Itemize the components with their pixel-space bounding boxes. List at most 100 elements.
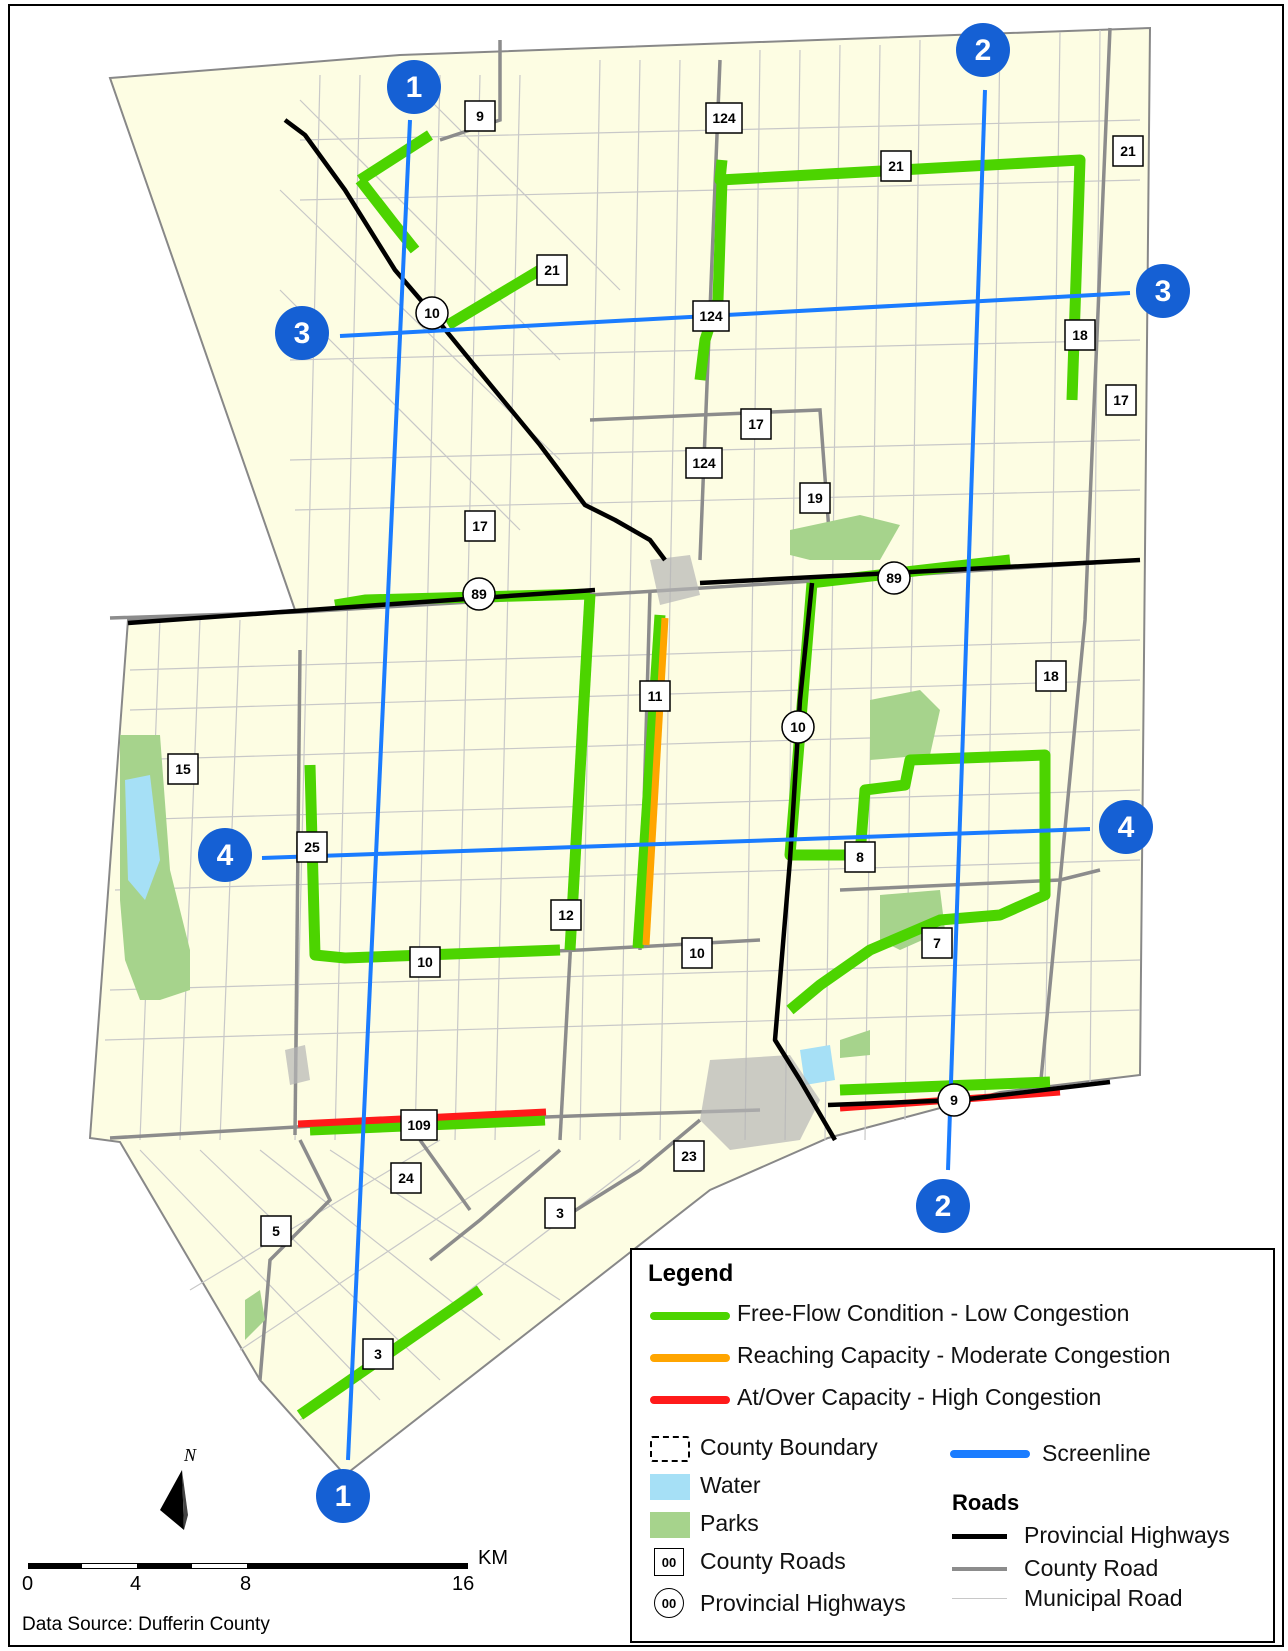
county-road-shield-17: 17 [740,408,772,440]
svg-text:19: 19 [807,490,823,506]
svg-text:10: 10 [790,719,806,735]
svg-text:89: 89 [886,570,902,586]
county-road-shield-3: 3 [362,1338,394,1370]
water [125,775,835,1085]
svg-text:9: 9 [950,1092,958,1108]
county-land [88,26,1152,1477]
legend: Legend Free-Flow Condition - Low Congest… [630,1248,1275,1643]
screenline-3-line [339,291,1131,338]
svg-text:15: 15 [175,761,191,777]
scale-tick-8: 8 [240,1573,252,1595]
screenline-badges: 1 1 2 2 3 3 4 4 [198,23,1190,1523]
svg-text:17: 17 [748,416,764,432]
legend-parks: Parks [700,1510,759,1536]
svg-text:25: 25 [304,839,320,855]
screenlines [261,89,1131,1461]
county-road-shield-21: 21 [536,254,568,286]
legend-road-municipal: Municipal Road [1024,1585,1183,1611]
svg-text:23: 23 [681,1148,697,1164]
svg-text:10: 10 [417,954,433,970]
moderate-segment [642,617,669,946]
county-road-shield-17: 17 [464,510,496,542]
screenline-3-badge-right: 3 [1136,264,1190,318]
provincial-highway-shield-9: 9 [937,1083,971,1117]
county-road-shield-21: 21 [1112,135,1144,167]
county-road-shield-15: 15 [167,753,199,785]
svg-text:4: 4 [1118,811,1135,844]
free-flow-swatch [650,1312,730,1320]
data-source: Data Source: Dufferin County [22,1614,270,1635]
svg-text:3: 3 [1155,275,1172,308]
municipal-road-grid [104,29,1141,1421]
svg-text:18: 18 [1043,668,1059,684]
svg-text:21: 21 [888,158,904,174]
county-road-shield-8: 8 [844,841,876,873]
provincial-highway-shield-10: 10 [781,710,815,744]
svg-text:1: 1 [406,71,423,104]
county-road-shield-109: 109 [400,1109,438,1141]
county-road-shield-25: 25 [296,831,328,863]
scale-bar: 0 4 8 16 KM [20,1547,508,1635]
urban-areas [285,555,820,1150]
county-road-shield-7: 7 [921,927,953,959]
provincial-road-swatch [952,1534,1007,1539]
svg-text:21: 21 [544,262,560,278]
north-label: N [183,1445,197,1465]
scale-tick-16: 16 [452,1573,475,1595]
county-road-shield-3: 3 [544,1197,576,1229]
svg-text:24: 24 [398,1170,414,1186]
provincial-highway-shield-89: 89 [462,577,496,611]
county-road-shield-5: 5 [260,1215,292,1247]
screenline-1-badge-bottom: 1 [316,1469,370,1523]
legend-county-boundary: County Boundary [700,1434,878,1460]
legend-free-flow: Free-Flow Condition - Low Congestion [737,1300,1130,1326]
svg-text:10: 10 [689,945,705,961]
legend-roads-title: Roads [952,1490,1020,1515]
provincial-highway-shields: 10 89 89 10 9 [415,296,971,1117]
legend-water: Water [700,1472,761,1498]
county-road-shield-10: 10 [409,946,441,978]
county-road-shield-124: 124 [685,447,723,479]
north-arrow-icon [160,1470,184,1530]
svg-text:8: 8 [856,849,864,865]
county-road-shield-10: 10 [681,937,713,969]
county-road-shield-23: 23 [673,1140,705,1172]
screenline-2-badge-top: 2 [956,23,1010,77]
county-road-shield-9: 9 [464,100,496,132]
legend-county-roads: County Roads [700,1548,846,1574]
svg-text:17: 17 [1113,392,1129,408]
screenline-4-badge-left: 4 [198,828,252,882]
county-road-shield-124: 124 [692,300,730,332]
screenline-1-line [346,119,412,1461]
svg-text:124: 124 [692,455,716,471]
provincial-highway-symbol: 00 [654,1588,684,1618]
svg-text:9: 9 [476,108,484,124]
north-arrow: N [140,1445,200,1550]
parks-swatch [650,1512,690,1538]
county-road-shield-17: 17 [1105,384,1137,416]
screenline-swatch [950,1450,1030,1458]
svg-text:3: 3 [294,317,311,350]
svg-text:7: 7 [933,935,941,951]
water-swatch [650,1474,690,1500]
scale-tick-4: 4 [130,1573,142,1595]
svg-text:2: 2 [935,1190,952,1223]
scale-unit: KM [478,1547,508,1569]
county-road-shield-21: 21 [880,150,912,182]
legend-provincial-highways: Provincial Highways [700,1590,906,1616]
county-boundary-swatch [650,1436,690,1462]
legend-screenline: Screenline [1042,1440,1151,1466]
svg-text:5: 5 [272,1223,280,1239]
screenline-4-line [261,827,1091,860]
moderate-swatch [650,1354,730,1362]
legend-moderate: Reaching Capacity - Moderate Congestion [737,1342,1171,1368]
scale-tick-0: 0 [22,1573,34,1595]
svg-text:1: 1 [335,1480,352,1513]
screenline-4-badge-right: 4 [1099,800,1153,854]
legend-title: Legend [648,1260,734,1287]
legend-high: At/Over Capacity - High Congestion [737,1384,1102,1410]
svg-text:3: 3 [374,1346,382,1362]
county-road-shield-18: 18 [1064,319,1096,351]
svg-text:10: 10 [424,305,440,321]
